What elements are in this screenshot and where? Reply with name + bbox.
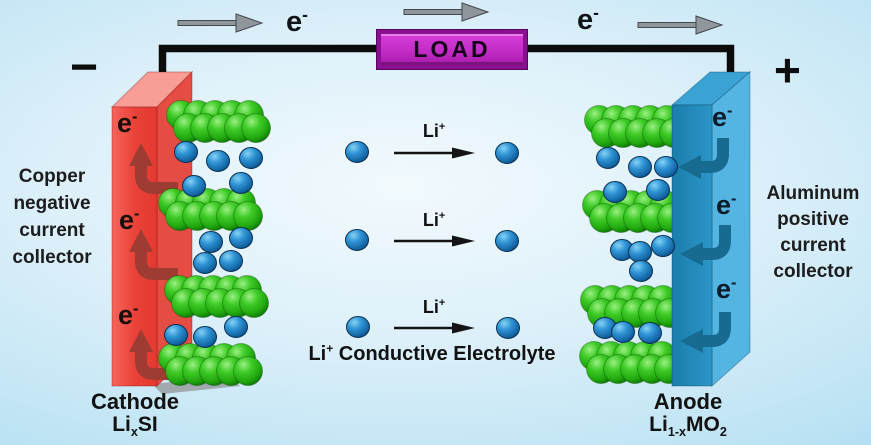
li-ion: [495, 230, 519, 252]
active-material-layer: [158, 188, 263, 231]
electron-label-anode: e-: [716, 274, 737, 304]
li-ion: [193, 326, 217, 348]
li-ion-arrow: [392, 321, 477, 335]
li-ion: [646, 179, 670, 201]
cathode-collector-label: Copper negative current collector: [12, 166, 92, 268]
electron-label-wire-left: e-: [286, 4, 308, 38]
electrolyte-caption: Li+ Conductive Electrolyte: [308, 341, 556, 365]
li-ion: [164, 324, 188, 346]
load-box: LOAD: [377, 30, 527, 69]
li-ion: [224, 316, 248, 338]
li-ion: [611, 321, 635, 343]
active-material-layer: [582, 190, 687, 233]
electron-flow-arrow-right: [637, 15, 723, 35]
li-ion: [229, 227, 253, 249]
li-ion: [182, 175, 206, 197]
li-ion: [603, 181, 627, 203]
active-material-layer: [166, 100, 271, 143]
li-ion: [193, 252, 217, 274]
li-ion: [651, 235, 675, 257]
li-ion: [174, 141, 198, 163]
li-ion-arrow: [392, 146, 477, 160]
li-ion: [496, 317, 520, 339]
li-ion-arrow: [392, 234, 477, 248]
anode-formula: Li1-xMO2: [649, 413, 727, 440]
positive-terminal-sign: +: [774, 44, 801, 96]
anode-name: Anode: [653, 389, 723, 414]
active-material-layer: [579, 341, 684, 384]
cathode-name: Cathode: [91, 389, 179, 414]
electron-label-anode: e-: [716, 190, 737, 220]
li-ion: [495, 142, 519, 164]
li-ion: [628, 241, 652, 263]
electron-label-cathode: e-: [118, 300, 139, 330]
electron-label-wire-right: e-: [577, 2, 599, 36]
li-ion-label: Li+: [422, 121, 446, 141]
negative-terminal-sign: −: [70, 41, 99, 94]
li-ion: [629, 260, 653, 282]
li-ion: [628, 156, 652, 178]
li-ion: [239, 147, 263, 169]
li-ion: [596, 147, 620, 169]
li-ion-label: Li+: [422, 297, 446, 317]
li-ion: [219, 250, 243, 272]
active-material-layer: [158, 343, 263, 386]
electron-label-cathode: e-: [117, 108, 138, 138]
electron-flow-arrow-middle: [403, 2, 489, 22]
load-label: LOAD: [413, 36, 491, 62]
li-ion-label: Li+: [422, 210, 446, 230]
li-ion: [638, 322, 662, 344]
li-ion: [346, 316, 370, 338]
cathode-formula: LixSI: [112, 413, 158, 440]
li-ion: [654, 156, 678, 178]
active-material-layer: [164, 275, 269, 318]
li-ion: [345, 229, 369, 251]
electron-label-cathode: e-: [119, 205, 140, 235]
electron-flow-arrow-left: [177, 13, 263, 33]
anode-collector-label: Aluminum positive current collector: [766, 183, 860, 282]
li-ion: [199, 231, 223, 253]
li-ion: [206, 150, 230, 172]
li-ion: [345, 141, 369, 163]
li-ion: [229, 172, 253, 194]
electron-label-anode: e-: [712, 102, 733, 132]
